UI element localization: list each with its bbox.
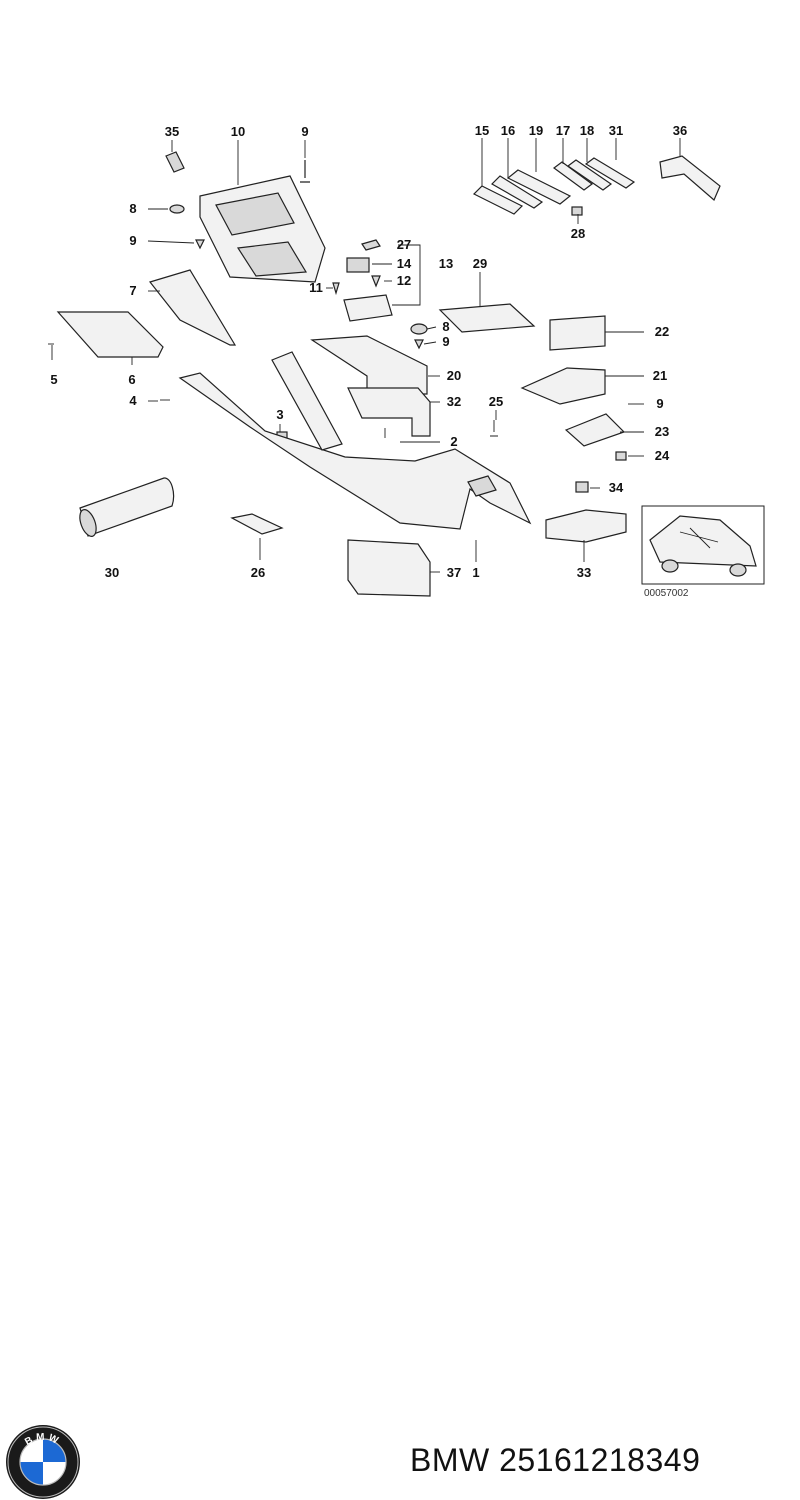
callout-labels: 35 10 9 15 16 19 17 18 31 36 8 9 27 14 1… [50,123,689,599]
part-10-opening [215,192,295,236]
callout-label: 1 [472,565,479,580]
callout-label: 5 [50,372,57,387]
callout-label: 22 [655,324,669,339]
callout-label: 28 [571,226,585,241]
part-number-caption: BMW 25161218349 [410,1442,700,1479]
callout-label: 9 [301,124,308,139]
part-17 [552,161,594,191]
part-35 [165,151,185,173]
part-31 [584,157,636,189]
callout-label: 12 [397,273,411,288]
callout-label: 7 [129,283,136,298]
part-32 [347,387,431,437]
part-33 [545,509,627,543]
callout-label: 9 [442,334,449,349]
callout-label: 13 [439,256,453,271]
part-1-main-console [178,372,532,530]
part-34 [575,481,589,493]
part-6 [56,311,164,358]
callout-label: 23 [655,424,669,439]
footer: BMW BMW 25161218349 [0,700,800,1499]
part-27 [361,239,381,251]
callout-label: 35 [165,124,179,139]
callout-label: 25 [489,394,503,409]
callout-label: 8 [129,201,136,216]
part-37 [347,539,431,597]
part-16 [491,175,544,209]
part-8 [169,204,185,214]
callout-label: 27 [397,237,411,252]
callout-label: 14 [397,256,412,271]
callout-label: 10 [231,124,245,139]
brand-name: BMW [410,1442,490,1478]
callout-label: 2 [450,434,457,449]
part-9-small [414,339,424,350]
exploded-view-drawing: 35 10 9 15 16 19 17 18 31 36 8 9 27 14 1… [48,123,765,599]
callout-label: 37 [447,565,461,580]
bmw-logo-icon: BMW [6,1425,80,1499]
part-13 [343,294,393,322]
callout-label: 24 [655,448,670,463]
callout-label: 30 [105,565,119,580]
part-10-slot [236,241,308,277]
part-24 [615,451,627,461]
part-1-detail [467,475,497,497]
part-12 [371,275,381,288]
callout-label: 34 [609,480,624,495]
vehicle-inset [641,505,765,585]
inset-code: 00057002 [644,588,689,599]
part-26 [230,513,284,535]
callout-label: 19 [529,123,543,138]
part-30-end [79,509,97,537]
part-8-cap [410,323,428,335]
part-14 [346,257,370,273]
part-11 [332,282,340,296]
part-1-upright [271,351,343,451]
callout-label: 33 [577,565,591,580]
part-9-screw [300,160,310,183]
callout-label: 26 [251,565,265,580]
part-36 [659,155,721,201]
part-30 [79,477,175,537]
part-21 [520,367,606,405]
part-22 [549,315,606,351]
callout-label: 11 [309,280,323,295]
callout-label: 29 [473,256,487,271]
callout-label: 8 [442,319,449,334]
part-number: 25161218349 [499,1442,701,1478]
callout-label: 9 [129,233,136,248]
part-7 [148,269,237,346]
part-9-clip [195,239,205,250]
callout-label: 4 [129,393,137,408]
callout-label: 15 [475,123,489,138]
part-28 [571,206,583,216]
callout-label: 17 [556,123,570,138]
callout-label: 20 [447,368,461,383]
callout-label: 6 [128,372,135,387]
callout-label: 21 [653,368,667,383]
callout-label: 36 [673,123,687,138]
part-19 [506,169,572,205]
part-29 [438,303,536,333]
leader-lines [51,138,681,573]
callout-label: 32 [447,394,461,409]
callout-label: 3 [276,407,283,422]
part-20 [310,335,428,395]
callout-label: 16 [501,123,515,138]
callout-label: 18 [580,123,594,138]
part-23 [564,413,626,447]
callout-label: 9 [656,396,663,411]
part-18 [566,159,613,191]
callout-label: 31 [609,123,623,138]
part-15 [472,185,524,215]
part-25 [490,420,498,437]
